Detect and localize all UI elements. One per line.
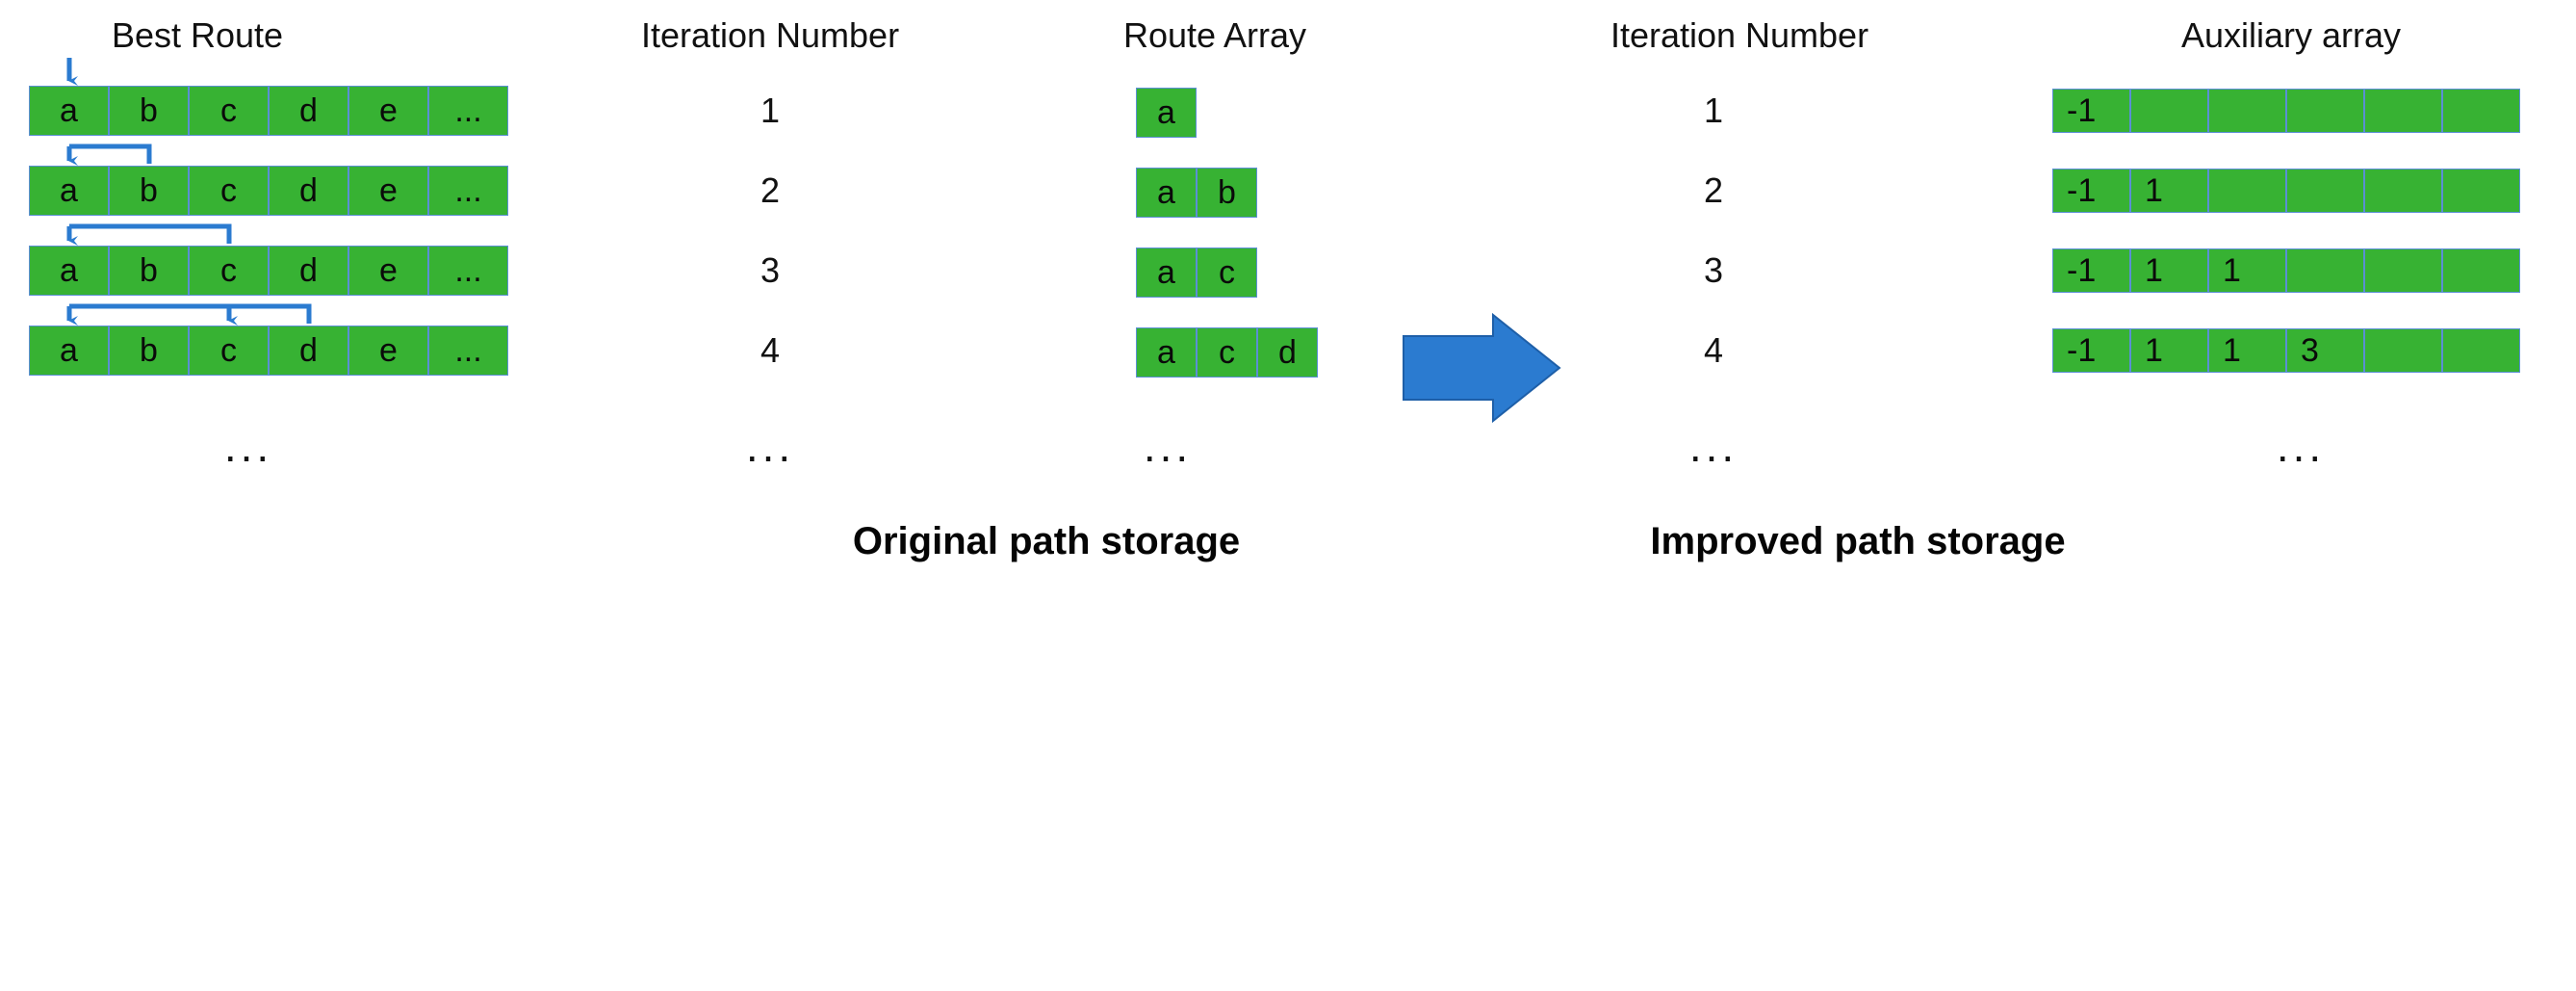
route-array-cell: a [1136, 248, 1197, 298]
auxiliary-array-cell [2208, 169, 2286, 213]
right-arrow-icon [1403, 312, 1561, 424]
best-route-bracket-row2 [66, 143, 152, 166]
column-header-route-array: Route Array [1122, 15, 1307, 55]
ellipsis-best-route: ... [223, 421, 273, 471]
route-array-cell: b [1197, 168, 1257, 218]
auxiliary-array-cell [2286, 169, 2364, 213]
route-array-row: a c [1136, 248, 1257, 298]
best-route-cell-ellipsis: ... [428, 246, 508, 296]
auxiliary-array-cell: 1 [2130, 248, 2208, 293]
best-route-row: a b c d e ... [29, 86, 508, 136]
auxiliary-array-cell [2208, 89, 2286, 133]
best-route-cell: a [29, 246, 109, 296]
auxiliary-array-cell: -1 [2052, 169, 2130, 213]
auxiliary-array-cell [2364, 248, 2442, 293]
auxiliary-array-cell: 3 [2286, 328, 2364, 373]
ellipsis-auxiliary-array: ... [2276, 421, 2326, 471]
best-route-row: a b c d e ... [29, 326, 508, 376]
auxiliary-array-row: -1 [2052, 89, 2520, 133]
column-header-auxiliary-array: Auxiliary array [2180, 15, 2402, 55]
best-route-cell-ellipsis: ... [428, 86, 508, 136]
auxiliary-array-cell: 1 [2130, 169, 2208, 213]
auxiliary-array-cell: 1 [2208, 248, 2286, 293]
best-route-cell: a [29, 86, 109, 136]
auxiliary-array-cell: 1 [2130, 328, 2208, 373]
best-route-cell: c [189, 166, 269, 216]
auxiliary-array-cell: -1 [2052, 89, 2130, 133]
best-route-cell: a [29, 326, 109, 376]
route-array-cell: a [1136, 168, 1197, 218]
best-route-cell-ellipsis: ... [428, 166, 508, 216]
best-route-cell: b [109, 326, 189, 376]
auxiliary-array-row: -1 1 1 3 [2052, 328, 2520, 373]
auxiliary-array-cell: 1 [2208, 328, 2286, 373]
column-header-iteration-left: Iteration Number [640, 15, 900, 55]
caption-improved-path-storage: Improved path storage [1650, 520, 2066, 562]
ellipsis-route-array: ... [1143, 421, 1193, 471]
route-array-row: a [1136, 88, 1197, 138]
iteration-right-value: 3 [1703, 250, 1724, 290]
route-array-cell: c [1197, 327, 1257, 378]
best-route-cell: a [29, 166, 109, 216]
iteration-right-value: 1 [1703, 91, 1724, 130]
auxiliary-array-cell [2442, 328, 2520, 373]
caption-original-path-storage: Original path storage [852, 520, 1241, 562]
best-route-cell: b [109, 166, 189, 216]
best-route-cell: d [269, 166, 348, 216]
best-route-cell: c [189, 246, 269, 296]
best-route-cell: c [189, 326, 269, 376]
auxiliary-array-row: -1 1 1 [2052, 248, 2520, 293]
best-route-cell: d [269, 86, 348, 136]
auxiliary-array-row: -1 1 [2052, 169, 2520, 213]
ellipsis-iteration-right: ... [1688, 421, 1739, 471]
iteration-left-value: 3 [760, 250, 781, 290]
route-array-cell: c [1197, 248, 1257, 298]
best-route-row: a b c d e ... [29, 246, 508, 296]
route-array-row: a b [1136, 168, 1257, 218]
best-route-cell: b [109, 86, 189, 136]
auxiliary-array-cell [2286, 89, 2364, 133]
best-route-cell: e [348, 86, 428, 136]
auxiliary-array-cell [2286, 248, 2364, 293]
best-route-bracket-row4 [66, 303, 312, 326]
auxiliary-array-cell [2442, 89, 2520, 133]
best-route-cell: c [189, 86, 269, 136]
auxiliary-array-cell: -1 [2052, 248, 2130, 293]
column-header-best-route: Best Route [111, 15, 284, 55]
best-route-cell: b [109, 246, 189, 296]
route-array-cell: a [1136, 88, 1197, 138]
iteration-left-value: 1 [760, 91, 781, 130]
best-route-cell: e [348, 326, 428, 376]
iteration-right-value: 4 [1703, 330, 1724, 370]
auxiliary-array-cell [2442, 169, 2520, 213]
route-array-cell: d [1257, 327, 1318, 378]
auxiliary-array-cell [2364, 169, 2442, 213]
best-route-row: a b c d e ... [29, 166, 508, 216]
auxiliary-array-cell [2442, 248, 2520, 293]
iteration-left-value: 4 [760, 330, 781, 370]
route-array-cell: a [1136, 327, 1197, 378]
best-route-cell-ellipsis: ... [428, 326, 508, 376]
auxiliary-array-cell: -1 [2052, 328, 2130, 373]
best-route-bracket-row3 [66, 223, 232, 246]
column-header-iteration-right: Iteration Number [1610, 15, 1869, 55]
best-route-cell: e [348, 246, 428, 296]
auxiliary-array-cell [2364, 89, 2442, 133]
auxiliary-array-cell [2130, 89, 2208, 133]
auxiliary-array-cell [2364, 328, 2442, 373]
iteration-right-value: 2 [1703, 170, 1724, 210]
iteration-left-value: 2 [760, 170, 781, 210]
route-array-row: a c d [1136, 327, 1318, 378]
best-route-cell: d [269, 246, 348, 296]
best-route-cell: d [269, 326, 348, 376]
ellipsis-iteration-left: ... [745, 421, 795, 471]
best-route-cell: e [348, 166, 428, 216]
